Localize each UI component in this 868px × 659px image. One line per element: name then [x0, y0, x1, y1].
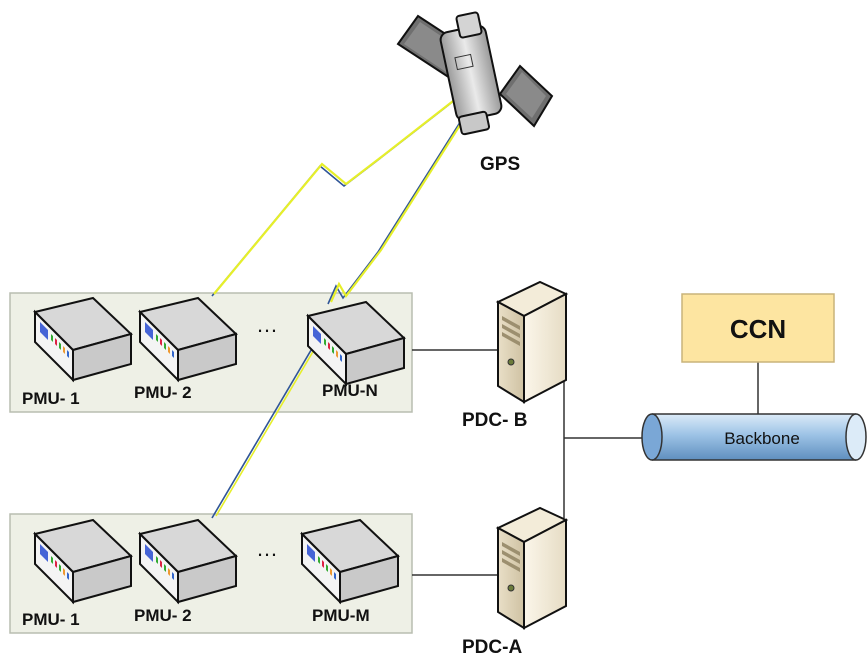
pmu-label: PMU-M	[312, 606, 370, 625]
pmu-label: PMU-N	[322, 381, 378, 400]
pdc-b-label: PDC- B	[462, 410, 527, 431]
pdc-a-label: PDC-A	[462, 637, 522, 658]
backbone-cylinder	[641, 413, 867, 461]
gps-link-pmun	[327, 83, 487, 305]
backbone-label: Backbone	[724, 429, 800, 448]
gps-link-pmu1	[211, 79, 481, 297]
pmu-label: PMU- 2	[134, 606, 192, 625]
ccn-label: CCN	[730, 314, 786, 344]
pmu-label: PMU- 1	[22, 610, 80, 629]
gps-label: GPS	[480, 154, 520, 175]
pmu-ellipsis: …	[256, 312, 278, 337]
satellite-icon	[396, 11, 554, 136]
pmu-label: PMU- 2	[134, 383, 192, 402]
ccn-box	[681, 293, 835, 363]
pmu-label: PMU- 1	[22, 389, 80, 408]
pmu-ellipsis: …	[256, 536, 278, 561]
server-tower-icon	[497, 281, 567, 403]
server-tower-icon	[497, 507, 567, 629]
